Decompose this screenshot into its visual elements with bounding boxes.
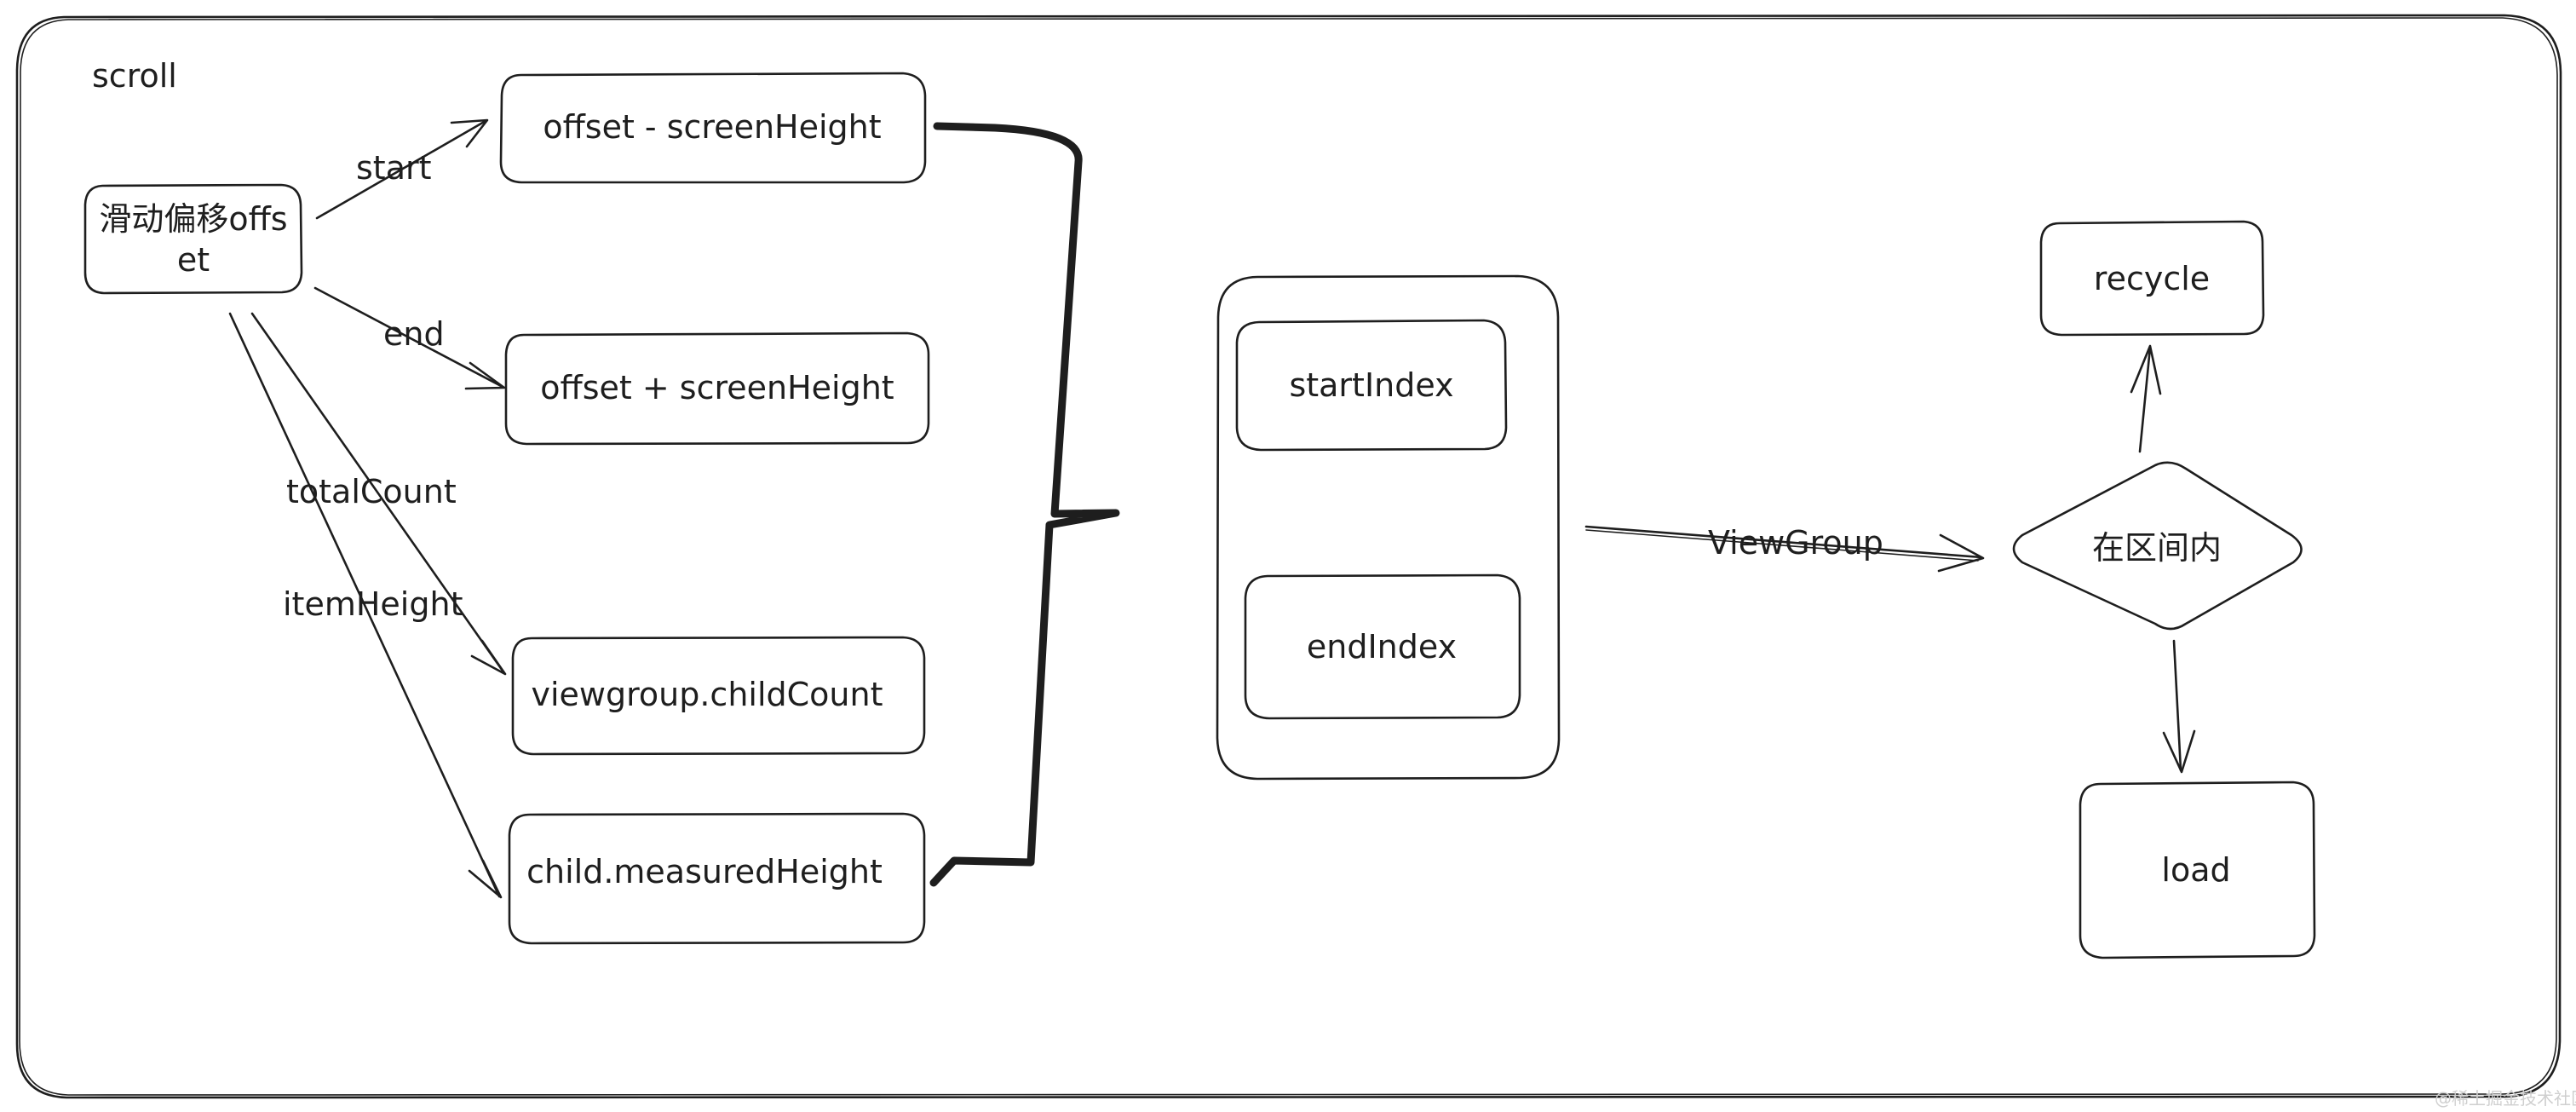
end-index-node: endIndex: [1244, 573, 1521, 720]
offset-plus-label: offset + screenHeight: [540, 369, 894, 406]
edge-label-item-height: itemHeight: [283, 585, 463, 623]
offset-minus-label: offset - screenHeight: [543, 108, 881, 146]
offset-plus-node: offset + screenHeight: [504, 331, 930, 446]
measured-height-node: child.measuredHeight: [508, 812, 926, 945]
edge-label-end: end: [383, 315, 445, 353]
merge-bracket: [929, 122, 1120, 887]
edge-label-viewgroup: ViewGroup: [1708, 524, 1883, 562]
arrow-to-recycle: [2130, 344, 2162, 453]
start-index-node: startIndex: [1235, 319, 1508, 452]
arrow-total-count: [250, 312, 507, 676]
arrow-viewgroup: [1584, 525, 1985, 573]
load-node: load: [2079, 781, 2316, 959]
arrow-to-load: [2162, 639, 2196, 774]
start-index-label: startIndex: [1289, 366, 1453, 404]
arrow-end: [313, 286, 506, 390]
end-index-label: endIndex: [1307, 628, 1457, 665]
frame-title: scroll: [92, 57, 177, 95]
arrow-item-height: [228, 312, 503, 899]
decision-label: 在区间内: [2092, 529, 2222, 567]
measured-height-label: child.measuredHeight: [526, 853, 883, 890]
watermark: @稀土掘金技术社区: [2435, 1088, 2576, 1109]
index-container: [1216, 274, 1561, 781]
child-count-label: viewgroup.childCount: [531, 676, 883, 713]
source-node-label-1: 滑动偏移offs: [99, 200, 287, 238]
offset-minus-node: offset - screenHeight: [499, 72, 927, 184]
child-count-node: viewgroup.childCount: [511, 636, 926, 756]
outer-frame: [15, 14, 2562, 1099]
load-label: load: [2161, 851, 2230, 889]
arrow-start: [315, 118, 489, 220]
source-node-label-2: et: [177, 241, 210, 279]
source-node: 滑动偏移offs et: [83, 183, 303, 295]
edge-label-start: start: [356, 149, 432, 187]
decision-node: 在区间内: [2012, 461, 2303, 631]
edge-label-total-count: totalCount: [286, 473, 457, 510]
recycle-label: recycle: [2094, 260, 2210, 297]
recycle-node: recycle: [2039, 220, 2265, 337]
